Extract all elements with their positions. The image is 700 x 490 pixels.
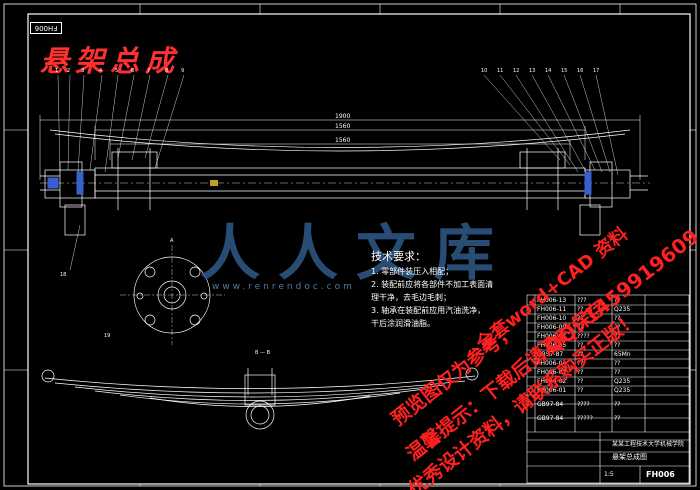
school-name: 某某工程技术大学机械学院 [612,441,685,448]
callout-label: 12 [513,68,520,74]
drawing-number: FH006 [646,470,675,479]
parts-cell: FH006-11 [537,306,567,313]
section-bb-label: B — B [255,350,271,356]
callout-label: 16 [577,68,584,74]
parts-cell: ?? [577,315,584,322]
parts-cell: Q235 [614,378,631,385]
tech-item: 理干净，去毛边毛刺； [371,293,451,302]
parts-cell: FH006-07 [537,333,567,340]
parts-cell: ?? [577,378,584,385]
parts-cell: ?? [577,351,584,358]
callout-label: 8 [165,68,169,74]
tech-item: 干后涂润滑油脂。 [371,319,435,328]
parts-cell: 65Mn [614,351,631,358]
watermark-logo: 人人文库 [200,219,512,289]
parts-cell: ?? [577,369,584,376]
watermark-url: www.renrendoc.com [212,282,355,292]
parts-cell: ???? [577,333,590,340]
callout-label: 2 [67,68,71,74]
parts-cell: ?? [614,324,621,331]
parts-cell: ?? [614,333,621,340]
parts-cell: ?? [577,324,584,331]
parts-cell: FH006-01 [537,387,567,394]
callout-label: 15 [561,68,568,74]
parts-cell: ??? [577,297,587,304]
callout-label: 11 [497,68,504,74]
parts-cell: ?? [577,387,584,394]
parts-cell: GB97-84 [537,401,564,408]
parts-cell: ?? [614,401,621,408]
parts-cell: FH006-04 [537,360,567,367]
parts-cell: ???? [577,401,590,408]
drawing-title: 悬架总成 [40,44,181,78]
parts-cell: FH006-10 [537,315,567,322]
parts-cell: ?? [614,315,621,322]
parts-cell: FH006-03 [537,369,567,376]
callout-spring: 19 [104,333,111,339]
parts-cell: FH006-02 [537,378,567,385]
parts-cell: ?? [577,360,584,367]
tech-item: 1. 零部件装压入相配； [371,267,454,276]
tech-requirements: 技术要求： 1. 零部件装压入相配； 2. 装配前应将各部件不加工表面清 理干净… [371,250,521,330]
parts-cell: ?? [614,297,621,304]
parts-cell: ?? [577,306,584,313]
drawing-name: 悬架总成图 [612,453,647,461]
parts-cell: FH006-13 [537,297,567,304]
tech-item: 2. 装配前应将各部件不加工表面清 [371,280,494,289]
callout-label: 9 [181,68,185,74]
parts-cell: ?? [614,369,621,376]
callout-lower: 18 [60,272,67,278]
drawing-scale: 1:5 [604,471,614,478]
tech-heading: 技术要求： [371,250,426,263]
parts-cell: FH006-09 [537,324,567,331]
parts-cell: GB57-87 [537,351,564,358]
hub-end-view [120,245,225,345]
section-a-label: A [170,238,174,244]
parts-cell: ?? [614,342,621,349]
dim-overall: 1900 [335,113,350,120]
outer-border [3,3,697,487]
callout-label: 5 [115,68,119,74]
callout-label: 17 [593,68,600,74]
axle-assembly [40,129,650,236]
callout-label: 10 [481,68,488,74]
inner-border [27,13,691,485]
callout-label: 14 [545,68,552,74]
callout-label: 13 [529,68,536,74]
callout-label: 1 [55,68,59,74]
dim-spring: 1560 [335,123,350,130]
callout-label: 4 [99,68,103,74]
parts-cell: ?? [614,360,621,367]
callout-label: 7 [147,68,151,74]
parts-cell: Q235 [614,387,631,394]
leaf-spring-view [41,367,479,430]
callout-label: 6 [131,68,135,74]
parts-cell: ?? [577,342,584,349]
callout-label: 3 [81,68,85,74]
drawing-code-top: FH006 [30,22,62,34]
parts-cell: ?? [614,415,621,422]
dim-inner: 1560 [335,137,350,144]
parts-cell: ????? [577,415,593,422]
tech-item: 3. 轴承在装配前应用汽油洗净， [371,306,486,315]
parts-cell: FH006-05 [537,342,567,349]
parts-cell: Q235 [614,306,631,313]
title-block-grid [526,294,690,484]
parts-cell: GB97-84 [537,415,564,422]
